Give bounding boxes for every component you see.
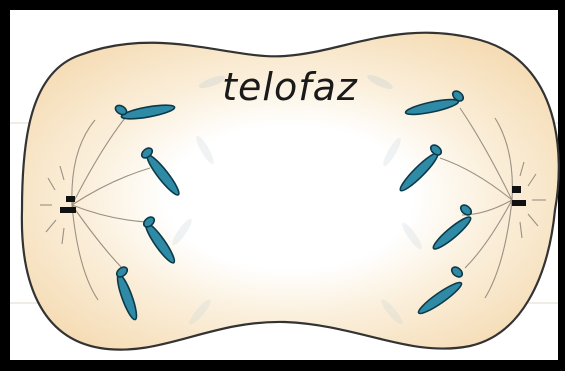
- phase-label: telofaz: [200, 62, 380, 112]
